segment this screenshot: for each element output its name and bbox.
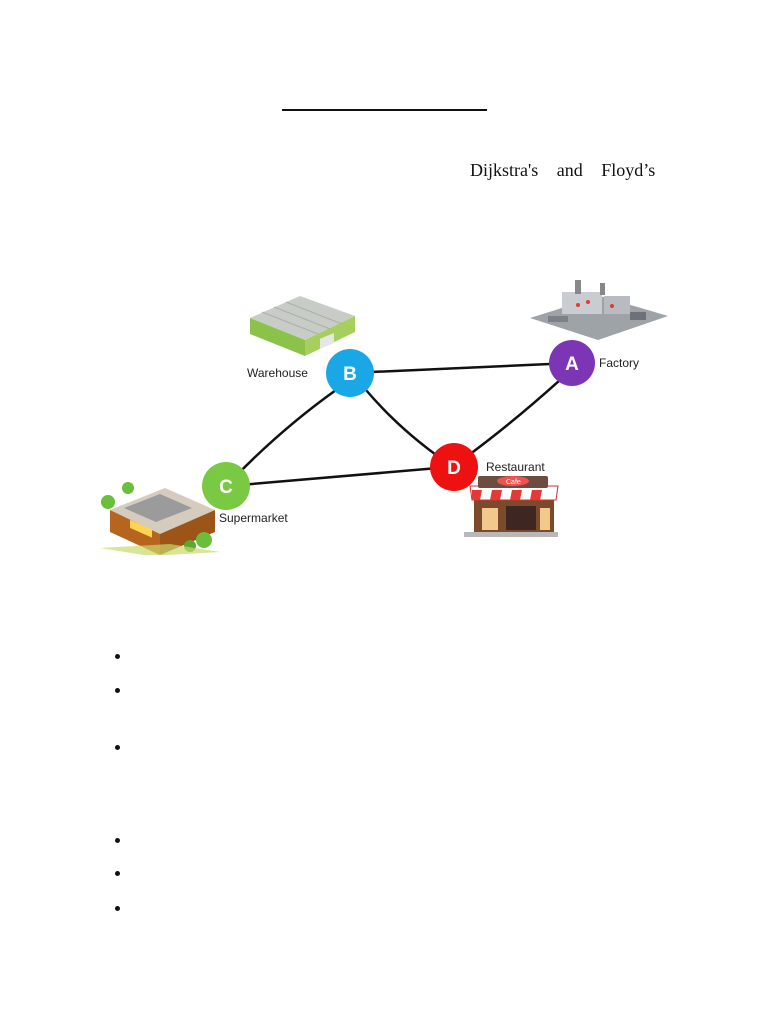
node-c: C — [202, 462, 250, 510]
bullet-item — [112, 835, 124, 847]
node-b-circle — [326, 349, 374, 397]
node-label-factory: Factory — [599, 356, 639, 370]
supermarket-icon — [100, 482, 220, 555]
node-label-restaurant: Restaurant — [486, 460, 545, 474]
node-b: B — [326, 349, 374, 397]
bullet-item — [112, 742, 124, 754]
node-a-circle — [549, 340, 595, 386]
node-d-circle — [430, 443, 478, 491]
warehouse-icon — [250, 296, 355, 356]
node-c-letter: C — [219, 477, 233, 498]
node-d: D — [430, 443, 478, 491]
edge-b-d — [365, 389, 447, 464]
edge-c-d — [239, 466, 439, 487]
node-a: A — [549, 340, 595, 386]
bullet-item — [112, 903, 124, 915]
edge-a-d — [461, 379, 561, 462]
node-d-letter: D — [447, 458, 461, 479]
bullet-item — [112, 868, 124, 880]
bullet-item — [112, 651, 124, 663]
node-label-warehouse: Warehouse — [247, 366, 308, 380]
node-label-supermarket: Supermarket — [219, 511, 288, 525]
network-diagram: Cafe Warehouse Factory Supermarket Resta… — [95, 270, 685, 555]
edge-b-c — [229, 388, 337, 483]
node-a-letter: A — [565, 354, 579, 375]
restaurant-icon: Cafe — [464, 476, 559, 537]
title-underline — [282, 109, 487, 111]
intro-text: Dijkstra's and Floyd’s — [470, 160, 656, 180]
factory-icon — [530, 280, 668, 340]
edge-b-a — [349, 361, 573, 375]
node-b-letter: B — [343, 364, 357, 385]
node-c-circle — [202, 462, 250, 510]
cafe-sign: Cafe — [506, 479, 521, 486]
bullet-item — [112, 685, 124, 697]
